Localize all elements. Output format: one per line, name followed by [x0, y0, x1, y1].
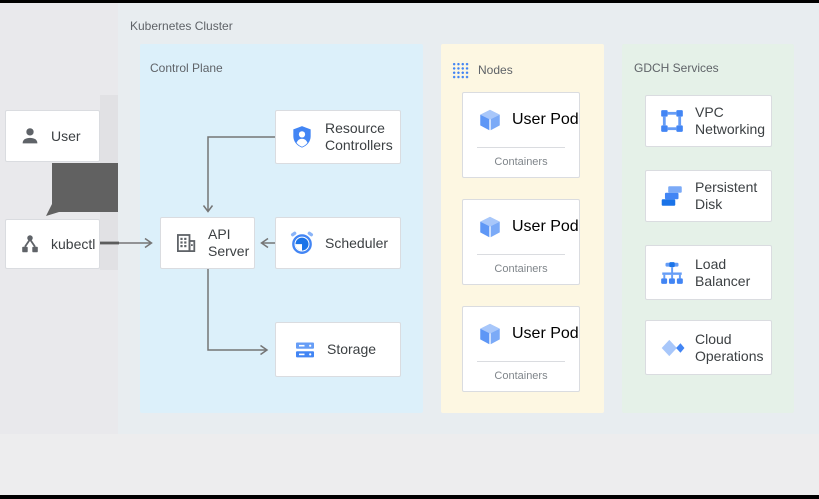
- user-pod-card: User Pod Containers: [462, 92, 580, 178]
- vpc-networking-box: VPC Networking: [645, 95, 772, 147]
- user-pod-card: User Pod Containers: [462, 306, 580, 392]
- shield-person-icon: [293, 126, 311, 148]
- persistent-disk-icon: [661, 186, 682, 206]
- kubernetes-cluster-label: Kubernetes Cluster: [130, 19, 233, 33]
- storage-label: Storage: [327, 341, 377, 357]
- user-pod-label: User Pod: [512, 325, 579, 342]
- dot-grid-icon: [451, 61, 469, 79]
- user-pod-label: User Pod: [512, 218, 579, 235]
- top-edge-bar: [0, 0, 819, 3]
- nodes-title-label: Nodes: [478, 63, 513, 77]
- load-balancer-box: Load Balancer: [645, 245, 772, 300]
- pod-cube-icon: [480, 109, 500, 131]
- api-server-box: API Server: [160, 217, 255, 269]
- kubectl-box: kubectl: [5, 219, 100, 269]
- load-balancer-icon: [661, 261, 683, 284]
- building-icon: [177, 234, 196, 253]
- vpc-networking-label: VPC Networking: [695, 104, 766, 137]
- user-pod-row: User Pod: [463, 307, 579, 361]
- user-pod-label: User Pod: [512, 111, 579, 128]
- persistent-disk-label: Persistent Disk: [695, 179, 758, 212]
- scheduler-label: Scheduler: [325, 234, 389, 251]
- api-server-label: API Server: [208, 226, 250, 259]
- user-box: User: [5, 110, 100, 162]
- user-pod-row: User Pod: [463, 93, 579, 147]
- user-pod-card: User Pod Containers: [462, 199, 580, 285]
- pod-divider: [477, 254, 565, 255]
- load-balancer-label: Load Balancer: [695, 255, 751, 289]
- cloud-operations-label: Cloud Operations: [695, 330, 764, 364]
- user-icon: [22, 128, 38, 144]
- resource-controllers-box: Resource Controllers: [275, 110, 401, 164]
- cluster-edge-shade: [100, 95, 118, 270]
- resource-controllers-label: Resource Controllers: [325, 120, 393, 153]
- pod-cube-icon: [480, 323, 500, 345]
- cloud-operations-box: Cloud Operations: [645, 320, 772, 375]
- persistent-disk-box: Persistent Disk: [645, 170, 772, 222]
- scheduler-box: Scheduler: [275, 217, 401, 269]
- user-label: User: [51, 127, 81, 144]
- left-background-strip: [0, 3, 118, 434]
- bottom-edge-bar: [0, 495, 819, 499]
- containers-label: Containers: [494, 370, 548, 382]
- control-plane-title: Control Plane: [150, 61, 223, 75]
- user-pod-row: User Pod: [463, 200, 579, 254]
- containers-label: Containers: [494, 156, 548, 168]
- storage-box: Storage: [275, 322, 401, 377]
- vpc-network-icon: [661, 110, 683, 132]
- pod-divider: [477, 147, 565, 148]
- clock-icon: [290, 231, 314, 254]
- pod-divider: [477, 361, 565, 362]
- storage-disks-icon: [296, 342, 314, 357]
- cloud-operations-icon: [661, 339, 685, 356]
- kubectl-label: kubectl: [51, 235, 96, 252]
- kubectl-icon: [22, 235, 38, 253]
- containers-label: Containers: [494, 263, 548, 275]
- gdch-services-title: GDCH Services: [634, 61, 719, 75]
- nodes-title: Nodes: [451, 61, 513, 79]
- pod-cube-icon: [480, 216, 500, 238]
